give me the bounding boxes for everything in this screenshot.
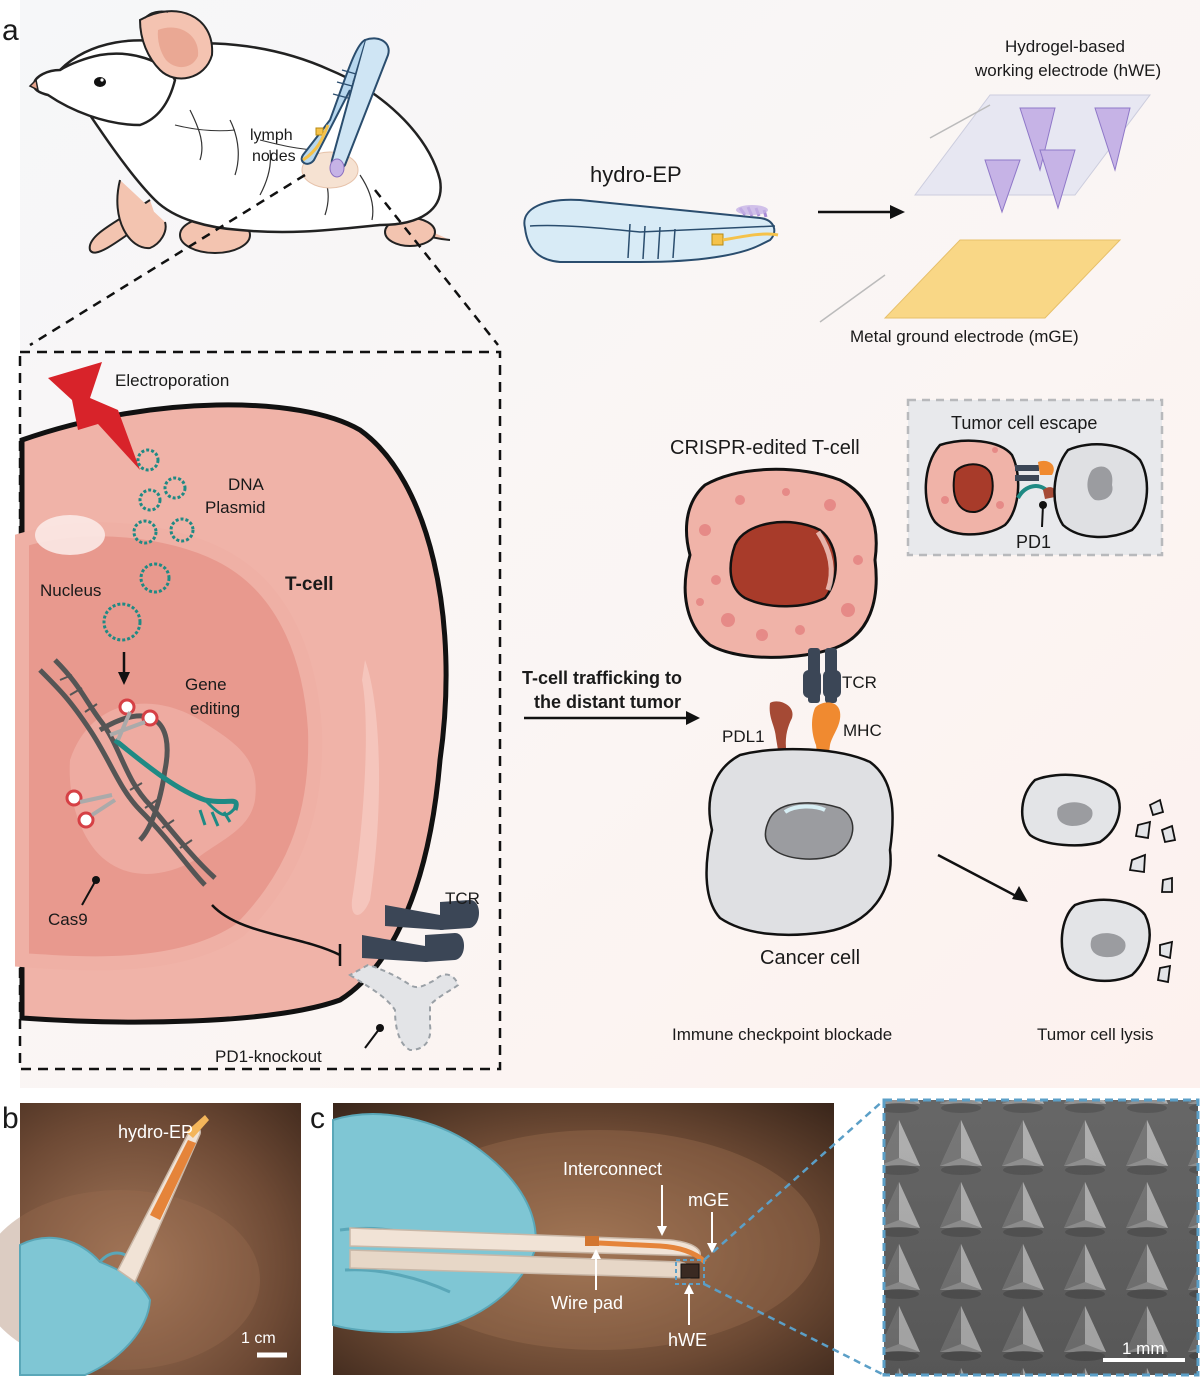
cancer-cell-label: Cancer cell xyxy=(760,947,860,969)
lightning-icon xyxy=(48,362,140,470)
photo-c-zoom-box xyxy=(675,1259,705,1285)
sem-image xyxy=(884,1100,1198,1375)
lysed-tumor-cells-illustration xyxy=(1020,773,1177,984)
pd1-pointer-line xyxy=(364,1027,381,1049)
zoom-line-top xyxy=(703,1099,885,1261)
panel-b-letter: b xyxy=(2,1102,19,1135)
hwe-arrow-head xyxy=(684,1284,694,1294)
device-arrow-head xyxy=(890,205,905,219)
photo-b xyxy=(0,1103,301,1376)
hwe-photo-label: hWE xyxy=(668,1330,707,1350)
electroporation-label: Electroporation xyxy=(115,371,229,390)
mge-electrode-illustration xyxy=(819,239,1122,323)
tcr-receptor-icon xyxy=(362,900,479,962)
tcell-inset-frame xyxy=(18,350,502,1071)
panel-c-letter: c xyxy=(310,1102,325,1135)
edited-tcell-illustration xyxy=(683,467,878,659)
plasmid-label-line2: Plasmid xyxy=(205,498,265,517)
scissor-icon xyxy=(109,698,159,741)
wire-pad-label: Wire pad xyxy=(551,1293,623,1313)
mhc-label: MHC xyxy=(843,721,882,740)
tcell-label: T-cell xyxy=(285,574,334,595)
pd1-knockout-label: PD1-knockout xyxy=(215,1047,322,1066)
gene-label-line2: editing xyxy=(190,699,240,718)
cas9-pointer-line xyxy=(81,879,97,906)
mhc-receptor-icon xyxy=(812,702,841,760)
trafficking-label-line2: the distant tumor xyxy=(534,692,681,712)
escape-cancer-illustration xyxy=(1053,443,1149,539)
lymph-label-line1: lymph xyxy=(250,127,293,144)
mge-photo-label: mGE xyxy=(688,1190,729,1210)
gene-label-line1: Gene xyxy=(185,675,227,694)
lysis-label: Tumor cell lysis xyxy=(1037,1025,1154,1044)
wire-pad-arrow-head xyxy=(591,1249,601,1259)
sem-frame xyxy=(882,1098,1200,1377)
tcr-label: TCR xyxy=(842,673,877,692)
zoom-line-left xyxy=(29,173,306,347)
pd1-escape-pointer-line xyxy=(1041,504,1044,528)
checkpoint-label: Immune checkpoint blockade xyxy=(672,1025,892,1044)
dna-helix-illustration xyxy=(38,658,342,966)
cas9-label: Cas9 xyxy=(48,910,88,929)
edited-tcell-title: CRISPR-edited T-cell xyxy=(670,437,860,459)
hwe-label-line2: working electrode (hWE) xyxy=(974,61,1161,80)
mge-arrow-head xyxy=(707,1243,717,1253)
interconnect-arrow-head xyxy=(657,1226,667,1236)
plasmid-label-line1: DNA xyxy=(228,475,265,494)
dna-plasmid-icons xyxy=(102,448,195,642)
hwe-label-line1: Hydrogel-based xyxy=(1005,37,1125,56)
nucleus-arrow-head xyxy=(118,672,130,685)
zoom-line-right xyxy=(374,189,499,346)
lysis-arrow-head xyxy=(1012,886,1028,902)
trafficking-label-line1: T-cell trafficking to xyxy=(522,668,682,688)
hwe-electrode-illustration xyxy=(914,94,1151,214)
lysis-arrow-line xyxy=(937,853,1019,899)
pdl1-label: PDL1 xyxy=(722,727,765,746)
pdl1-receptor-icon xyxy=(769,701,793,750)
tcr-receptor-icon xyxy=(803,648,841,703)
photo-c xyxy=(332,1103,834,1375)
escape-tcell-illustration xyxy=(924,439,1056,536)
zoom-line-bottom xyxy=(703,1282,885,1377)
sem-scale-label: 1 mm xyxy=(1122,1339,1165,1358)
hydro-ep-title: hydro-EP xyxy=(590,162,682,187)
pd1-label: PD1 xyxy=(1016,532,1051,552)
scissor-icon xyxy=(65,789,117,829)
trafficking-arrow-head xyxy=(686,711,700,725)
lymph-label-line2: nodes xyxy=(252,148,296,165)
mouse-tweezer-illustration xyxy=(300,37,390,178)
escape-title: Tumor cell escape xyxy=(951,413,1097,433)
hydro-ep-device-illustration xyxy=(523,198,779,263)
nucleus-label: Nucleus xyxy=(40,581,101,600)
interconnect-label: Interconnect xyxy=(563,1159,662,1179)
cancer-cell-illustration xyxy=(705,747,894,937)
panel-a-letter: a xyxy=(2,14,19,47)
pd1-knockout-icon xyxy=(348,963,460,1052)
tcr-label-inset: TCR xyxy=(445,889,480,908)
mge-label: Metal ground electrode (mGE) xyxy=(850,327,1079,346)
photo-b-scale-label: 1 cm xyxy=(241,1330,276,1347)
photo-b-title: hydro-EP xyxy=(118,1122,193,1142)
